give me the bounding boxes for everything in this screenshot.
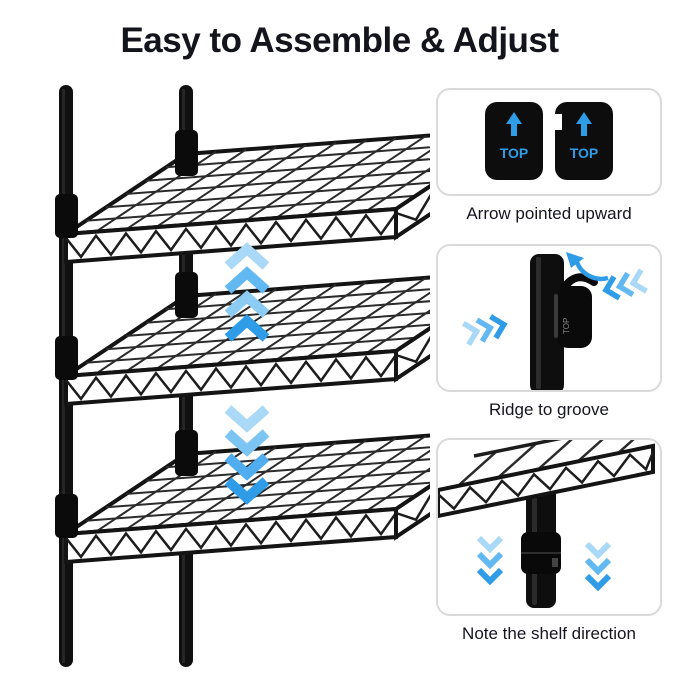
chevrons-left-icon: [602, 268, 648, 301]
rotate-arrow-icon: [566, 252, 609, 282]
panel-caption-1: Arrow pointed upward: [466, 204, 632, 223]
shelving-unit-illustration: [55, 85, 430, 667]
chevrons-down-left-icon: [476, 535, 504, 586]
sleeve-cap-left: TOP: [485, 102, 543, 180]
arrow-upward-figure: TOP TOP: [436, 88, 662, 196]
chevrons-down-right-icon: [584, 541, 612, 592]
wire-shelf-middle: [64, 269, 430, 406]
plastic-clip-icon: TOP: [554, 273, 598, 348]
chevrons-up-icon: [224, 242, 270, 342]
panel-shelf-direction: Note the shelf direction: [436, 438, 662, 644]
panel-arrow-upward: TOP TOP Arrow pointed upward: [436, 88, 662, 224]
pole-collar-icon: [521, 532, 561, 574]
top-caps-illustration: TOP TOP: [485, 102, 613, 180]
top-label-left: TOP: [500, 145, 529, 161]
chevrons-down-icon: [224, 405, 270, 505]
panel-caption-2: Ridge to groove: [488, 400, 610, 419]
clip-top-label: TOP: [562, 318, 571, 334]
ridge-groove-figure: TOP: [436, 244, 662, 392]
chevrons-right-icon: [461, 314, 508, 347]
shelf-corner-illustration: [438, 440, 655, 608]
sleeve-cap-right: TOP: [552, 102, 613, 180]
page-title: Easy to Assemble & Adjust: [120, 21, 559, 60]
panel-ridge-groove: TOP: [436, 244, 662, 420]
instruction-panels: TOP TOP Arrow pointed upward: [436, 88, 662, 644]
shelf-truss-band: [438, 443, 655, 519]
wire-shelf-top: [64, 127, 430, 264]
panel-caption-3: Note the shelf direction: [462, 624, 636, 643]
clip-on-pole-illustration: TOP: [461, 252, 648, 390]
top-label-right: TOP: [570, 145, 599, 161]
shelf-mesh-wires: [457, 440, 635, 487]
pole-icon: [530, 254, 564, 390]
pole-sleeves: [55, 130, 198, 538]
shelf-direction-figure: [436, 438, 662, 616]
